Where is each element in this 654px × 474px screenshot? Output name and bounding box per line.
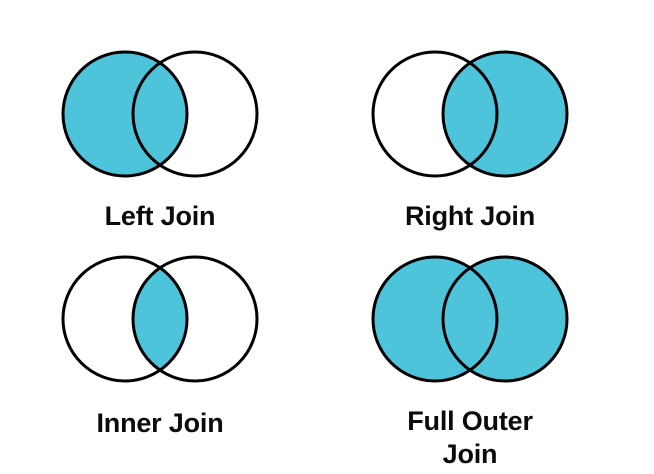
label-inner-join: Inner Join [96,408,224,438]
diagram-right-join: Right Join [328,40,612,233]
diagram-inner-join: Inner Join [18,245,302,440]
left-circle-fill-left-join [63,52,187,176]
left-circle-outline-right-join [371,50,499,178]
right-circle-outline-right-join [441,50,569,178]
right-circle-outline-inner-join [131,255,259,383]
right-circle-fill-full-outer-join [443,257,567,381]
venn-inner-join [61,255,259,383]
left-circle-outline-inner-join [61,255,189,383]
label-right-join: Right Join [405,201,535,231]
diagram-full-outer-join: Full Outer Join [328,245,612,471]
diagram-left-join: Left Join [18,40,302,233]
left-circle-outline-left-join [61,50,189,178]
right-circle-outline-left-join [131,50,259,178]
venn-right-join [371,50,569,178]
left-circle-outline-full-outer-join [371,255,499,383]
right-circle-outline-full-outer-join [441,255,569,383]
right-circle-fill-right-join [443,52,567,176]
intersection-fill-inner-join [133,257,187,381]
venn-left-join [61,50,259,178]
label-full-outer-join: Full Outer Join [407,406,533,469]
venn-full-outer-join [371,255,569,383]
label-left-join: Left Join [104,201,216,231]
